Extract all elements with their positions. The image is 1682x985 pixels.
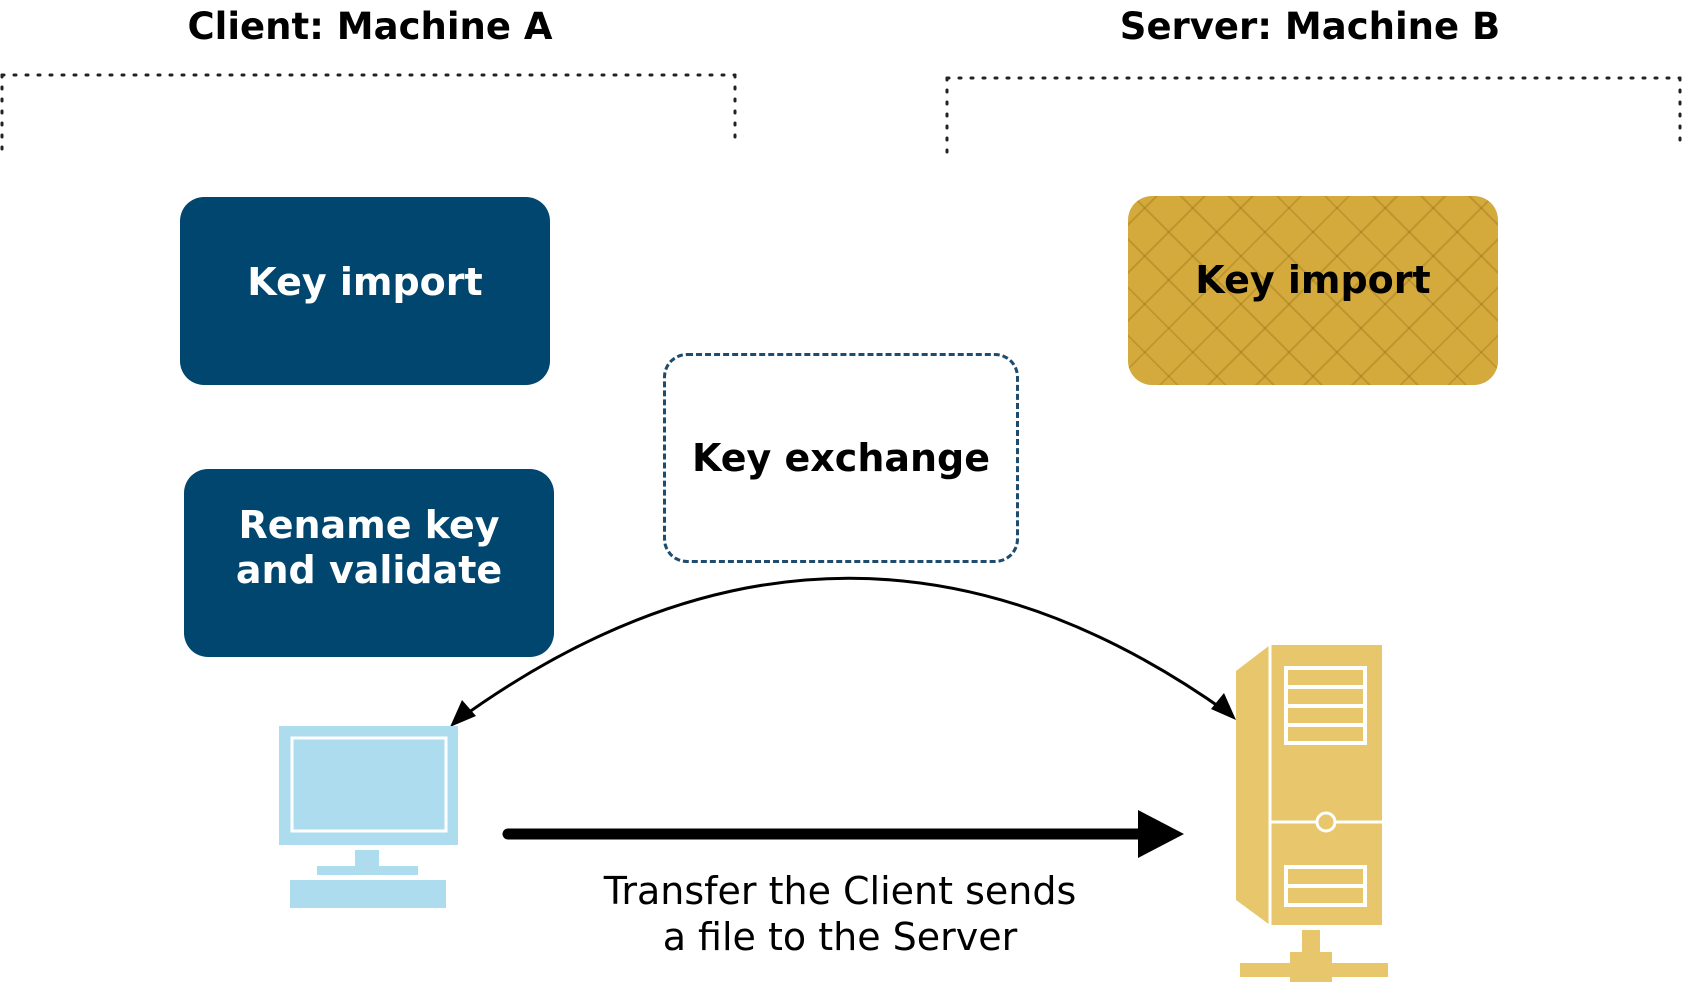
key-exchange-arrow [450, 576, 1236, 727]
rename-validate-box: Rename key and validate [184, 469, 554, 657]
transfer-caption: Transfer the Client sends a file to the … [560, 868, 1120, 960]
client-heading: Client: Machine A [187, 5, 553, 48]
server-heading: Server: Machine B [1119, 5, 1501, 48]
server-key-import-label: Key import [1195, 258, 1431, 302]
client-group-bracket [0, 73, 737, 152]
server-tower-icon [1236, 645, 1388, 982]
transfer-caption-line2: a file to the Server [662, 915, 1018, 959]
desktop-computer-icon [279, 726, 458, 908]
key-exchange-box: Key exchange [663, 353, 1019, 563]
client-key-import-box: Key import [180, 197, 550, 385]
server-key-import-box: Key import [1128, 196, 1498, 385]
key-exchange-label: Key exchange [691, 435, 991, 480]
client-key-import-label: Key import [247, 259, 483, 304]
rename-validate-label-line1: Rename key [238, 503, 500, 547]
transfer-arrow [502, 810, 1184, 858]
transfer-caption-line1: Transfer the Client sends [603, 869, 1077, 913]
rename-validate-label-line2: and validate [235, 548, 503, 592]
server-group-bracket [945, 76, 1682, 157]
